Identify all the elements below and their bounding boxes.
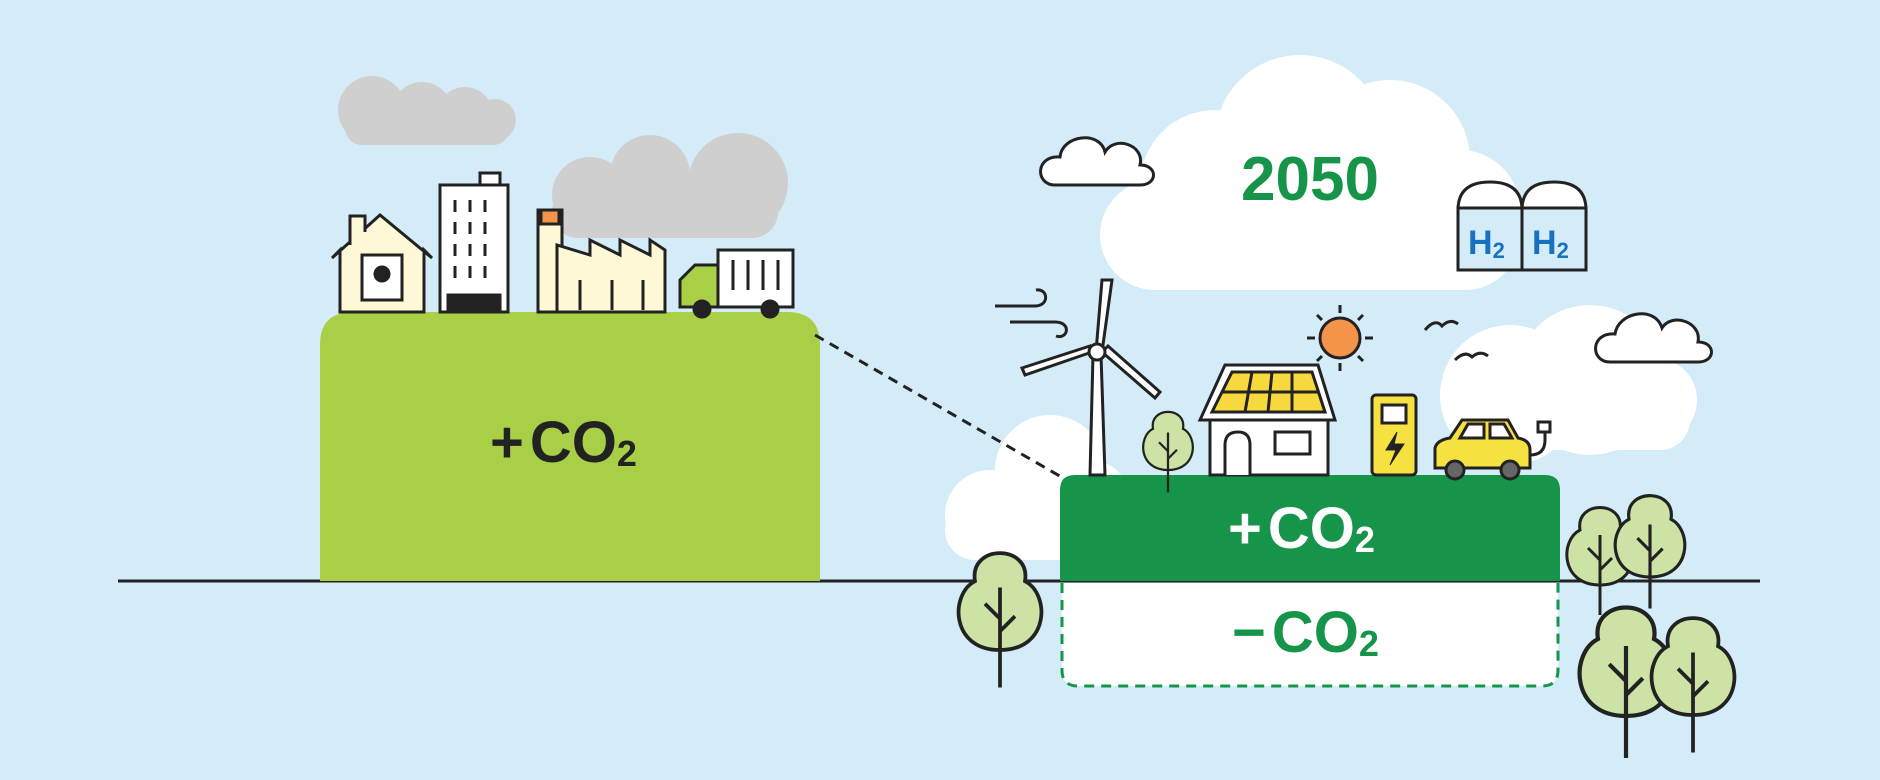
smoke-cloud bbox=[338, 76, 516, 145]
office-building-icon bbox=[438, 171, 510, 314]
truck-icon bbox=[678, 248, 795, 319]
outlined-cloud bbox=[1039, 136, 1155, 187]
carbon-removal-label: −CO2 bbox=[1232, 600, 1379, 665]
bird-icon bbox=[1423, 319, 1489, 362]
house-icon bbox=[330, 213, 434, 314]
future-emission-label: +CO2 bbox=[1228, 496, 1375, 561]
ev-charger-icon bbox=[1370, 393, 1418, 477]
year-label: 2050 bbox=[1241, 145, 1379, 214]
transition-connector bbox=[814, 333, 1071, 484]
solar-house-icon bbox=[1197, 363, 1338, 477]
sun-icon bbox=[1307, 305, 1373, 371]
electric-car-icon bbox=[1433, 418, 1552, 481]
wind-turbine-icon bbox=[1019, 278, 1163, 477]
outlined-cloud bbox=[1594, 312, 1713, 364]
hydrogen-tank-icon bbox=[1456, 180, 1588, 272]
hydrogen-label: H2 bbox=[1532, 224, 1569, 263]
smoke-cloud bbox=[552, 133, 788, 238]
carbon-removal-block bbox=[1060, 583, 1560, 688]
wind-icon bbox=[995, 288, 1068, 339]
hydrogen-label: H2 bbox=[1468, 224, 1505, 263]
factory-icon bbox=[536, 208, 667, 314]
current-co2-label: +CO2 bbox=[490, 410, 637, 475]
future-emission-block bbox=[1060, 475, 1560, 581]
current-emission-block bbox=[320, 312, 820, 581]
